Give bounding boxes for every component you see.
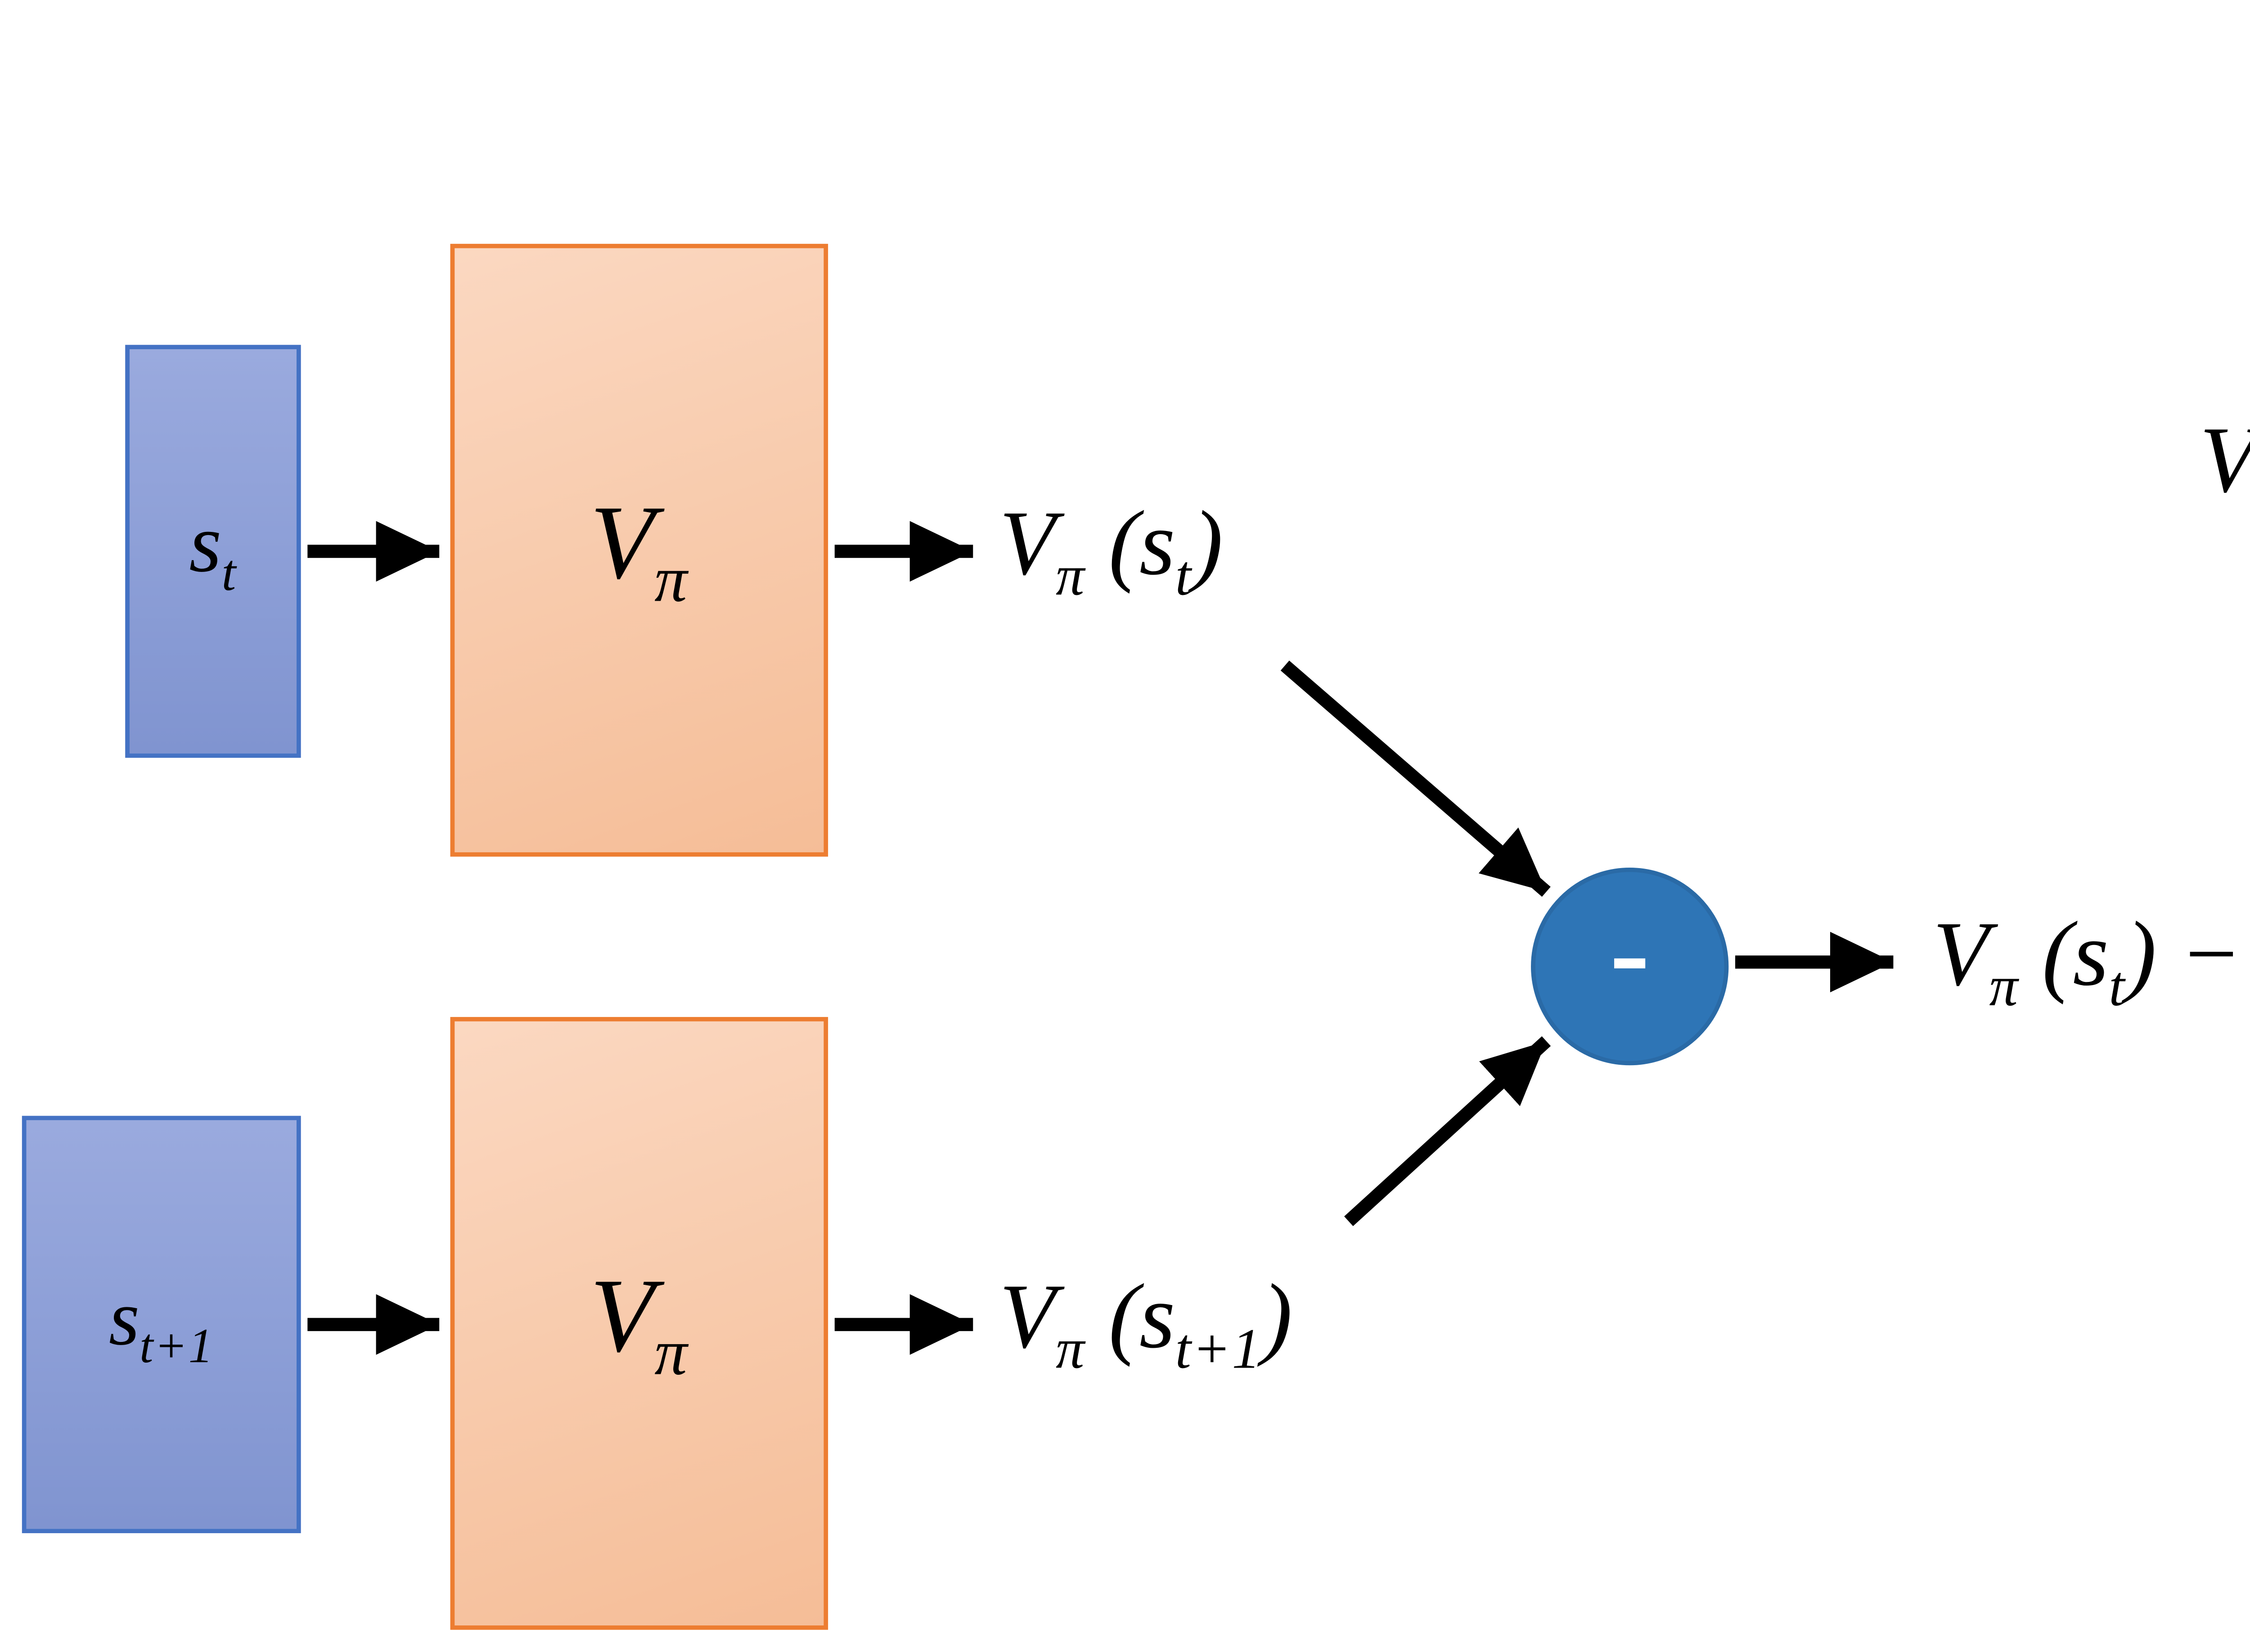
value-network-top-box: Vπ <box>450 243 828 857</box>
value-network-bottom-label: Vπ <box>590 1258 688 1389</box>
state-st-box: st <box>125 345 301 758</box>
value-network-bottom-box: Vπ <box>450 1017 828 1630</box>
value-output-bottom-label: Vπ (st+1) <box>999 1268 1292 1381</box>
td-result-expression: Vπ (st) − Vπ (st+1) rt <box>1933 904 2250 1021</box>
state-st1-box: st+1 <box>22 1116 301 1533</box>
trajectory-sequence-label: ⋯,st, at, rt, st+1,⋯ <box>1977 122 2250 256</box>
minus-operator-node: - <box>1531 867 1729 1066</box>
bellman-equation-label: Vπ (st) = Vπ (st+1 ) + rt <box>1889 408 2250 527</box>
result-difference-label: Vπ (st) − Vπ (st+1) <box>1933 905 2242 1019</box>
minus-operator-label: - <box>1608 883 1651 1026</box>
state-st-label: st <box>189 499 237 604</box>
value-output-top-label: Vπ (st) <box>999 495 1223 608</box>
state-st1-label: st+1 <box>108 1274 214 1374</box>
value-network-top-label: Vπ <box>590 485 688 616</box>
arrow-output-bottom-to-minus <box>1344 1036 1551 1226</box>
arrow-output-top-to-minus <box>1280 660 1551 897</box>
